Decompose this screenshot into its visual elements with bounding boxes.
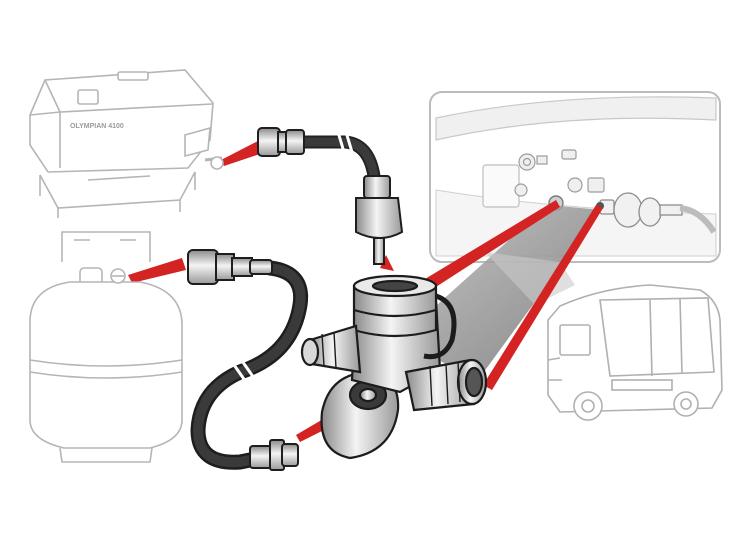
tee-adapter-icon: [300, 274, 488, 460]
red-beams: [128, 141, 603, 442]
grill-icon: [29, 69, 224, 218]
tank-hose: [187, 249, 309, 471]
gray-beams: [398, 205, 602, 380]
quick-connect-icon: [257, 127, 305, 157]
inlet-box: [482, 164, 520, 208]
panel-fittings: [514, 149, 605, 197]
grill-quick-connect-hose: [257, 127, 404, 265]
motorhome-icon: [547, 284, 723, 421]
hose-end-fitting: [355, 175, 404, 265]
regulator-icon: [599, 192, 717, 234]
grill-brand-label: OLYMPIAN 4100: [70, 123, 124, 130]
propane-tank-icon: [29, 231, 183, 463]
